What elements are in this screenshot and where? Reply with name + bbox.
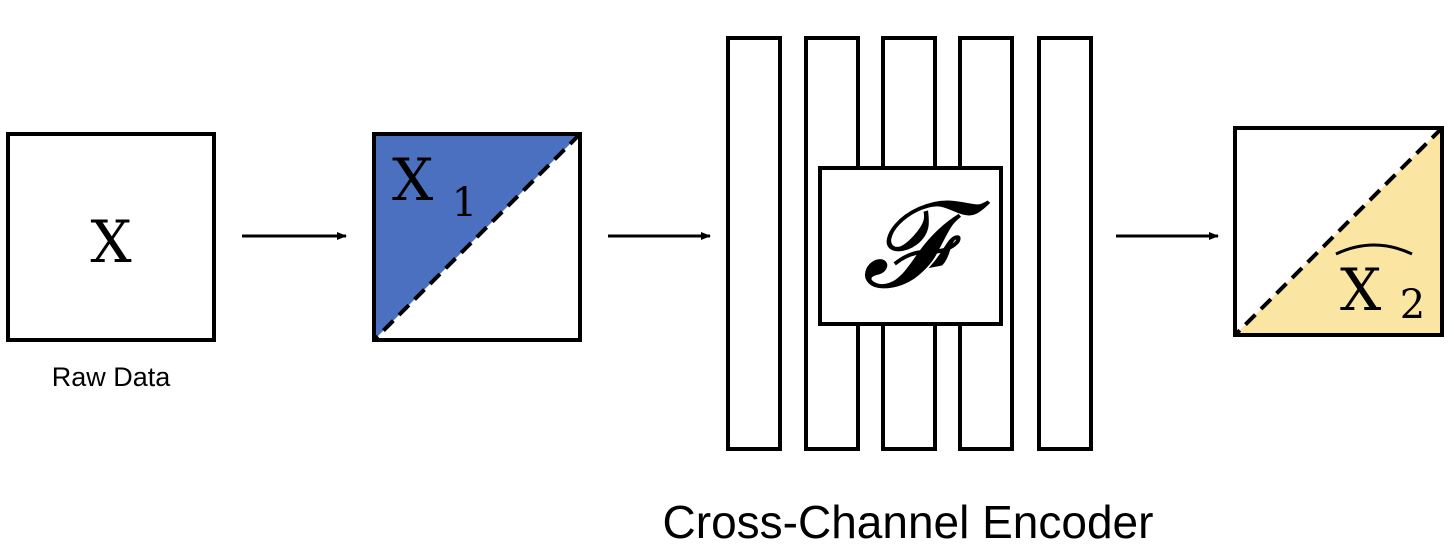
encoder-node: 𝓕 Cross-Channel Encoder xyxy=(663,36,1154,548)
encoder-channel-bar xyxy=(726,36,782,451)
output-view-split-line xyxy=(1233,126,1444,337)
raw-data-caption: Raw Data xyxy=(52,362,172,392)
input-view-symbol-subscript: 1 xyxy=(452,180,477,226)
raw-data-node: X Raw Data xyxy=(6,132,216,392)
encoder-channel-bar xyxy=(1037,36,1093,451)
encoder-caption: Cross-Channel Encoder xyxy=(663,496,1154,548)
output-view-hat-icon xyxy=(1335,243,1413,256)
output-view-node: X 2 xyxy=(1233,126,1444,337)
raw-data-symbol: X xyxy=(90,208,132,276)
input-view-split-line xyxy=(372,132,582,342)
input-view-symbol: X 1 xyxy=(392,146,477,226)
input-view-node: X 1 xyxy=(372,132,582,342)
output-view-symbol-subscript: 2 xyxy=(1400,282,1425,328)
encoder-operator-box xyxy=(818,166,1003,326)
raw-data-box xyxy=(6,132,216,342)
output-view-symbol-main: X xyxy=(1340,256,1382,324)
input-view-symbol-main: X xyxy=(392,146,434,214)
output-view-symbol: X 2 xyxy=(1340,256,1425,328)
